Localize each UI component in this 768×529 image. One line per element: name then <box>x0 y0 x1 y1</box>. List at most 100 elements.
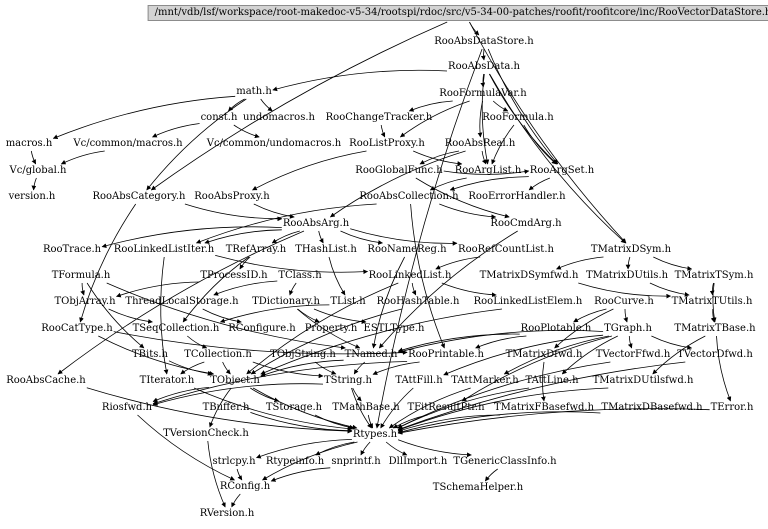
node-tschemahelper-h[interactable]: TSchemaHelper.h <box>432 482 524 493</box>
node-macros-h[interactable]: macros.h <box>5 138 53 149</box>
node-tmatrixdfwd-h[interactable]: TMatrixDfwd.h <box>505 349 583 360</box>
edge-const-to-vccommonundomacros <box>233 124 260 139</box>
node-tmatrixtsym-h[interactable]: TMatrixTSym.h <box>674 270 754 281</box>
node-tvectorffwd-h[interactable]: TVectorFfwd.h <box>595 349 671 360</box>
node-tattline-h[interactable]: TAttLine.h <box>525 375 579 386</box>
node-tobject-h[interactable]: TObject.h <box>210 375 260 386</box>
node-roonamereg-h[interactable]: RooNameReg.h <box>367 244 447 255</box>
node-tversioncheck-h[interactable]: TVersionCheck.h <box>163 428 249 439</box>
node-roorefcountlist-h[interactable]: RooRefCountList.h <box>458 244 554 255</box>
node-rooplotable-h[interactable]: RooPlotable.h <box>520 323 592 334</box>
node-rooargset-h[interactable]: RooArgSet.h <box>529 165 595 176</box>
node-tbits-h[interactable]: TBits.h <box>132 349 168 360</box>
node-rootrace-h[interactable]: RooTrace.h <box>42 244 102 255</box>
node-property-h[interactable]: Property.h <box>304 323 358 334</box>
node-roolinkedlist-h[interactable]: RooLinkedList.h <box>368 270 452 281</box>
node-tclass-h[interactable]: TClass.h <box>278 270 322 281</box>
node-thashlist-h[interactable]: THashList.h <box>295 244 357 255</box>
node-rooabsarg-h[interactable]: RooAbsArg.h <box>282 218 350 229</box>
edge-rooformulavar-to-roochangetracker <box>408 100 453 112</box>
node-tmathbase-h[interactable]: TMathBase.h <box>332 402 400 413</box>
edge-rooabscategory-to-rooabsarg <box>184 203 283 222</box>
node-tattfill-h[interactable]: TAttFill.h <box>395 375 443 386</box>
node-tmatrixdutils-h[interactable]: TMatrixDUtils.h <box>585 270 669 281</box>
node-roocurve-h[interactable]: RooCurve.h <box>594 296 654 307</box>
node-rconfigure-h[interactable]: RConfigure.h <box>228 323 296 334</box>
node-rooabsproxy-h[interactable]: RooAbsProxy.h <box>194 191 270 202</box>
node-roocattype-h[interactable]: RooCatType.h <box>41 323 113 334</box>
node-tmatrixfbasefwd-h[interactable]: TMatrixFBasefwd.h <box>493 402 595 413</box>
node-rooprintable-h[interactable]: RooPrintable.h <box>408 349 484 360</box>
edge-macros-to-vcglobal <box>30 150 37 165</box>
node-rooformulavar-h[interactable]: RooFormulaVar.h <box>439 88 527 99</box>
node-version-h[interactable]: version.h <box>8 191 56 202</box>
node-rooarglist-h[interactable]: RooArgList.h <box>454 165 522 176</box>
node-tcollection-h[interactable]: TCollection.h <box>184 349 252 360</box>
node-tstorage-h[interactable]: TStorage.h <box>265 402 323 413</box>
edge-rooabscache-to-rtypes <box>86 387 353 434</box>
node-tmatrixtutils-h[interactable]: TMatrixTUtils.h <box>671 296 753 307</box>
node-tformula-h[interactable]: TFormula.h <box>51 270 111 281</box>
node-tmatrixdutilsfwd-h[interactable]: TMatrixDUtilsfwd.h <box>592 375 694 386</box>
node-rooabscache-h[interactable]: RooAbsCache.h <box>6 375 86 386</box>
node-tobjstring-h[interactable]: TObjString.h <box>270 349 336 360</box>
edge-root-to-tmatrixdsym <box>469 21 627 244</box>
node-tmatrixdsymfwd-h[interactable]: TMatrixDSymfwd.h <box>479 270 579 281</box>
node-tbuffer-h[interactable]: TBuffer.h <box>202 402 250 413</box>
node-tprocessid-h[interactable]: TProcessID.h <box>200 270 268 281</box>
node-rooerrorhandler-h[interactable]: RooErrorHandler.h <box>468 191 566 202</box>
node-riosfwd-h[interactable]: Riosfwd.h <box>101 402 153 413</box>
node-undomacros-h[interactable]: undomacros.h <box>243 112 315 123</box>
node-vc-global-h[interactable]: Vc/global.h <box>9 165 67 176</box>
node-tdictionary-h[interactable]: TDictionary.h <box>252 296 320 307</box>
root-node-roovectordatastore-h[interactable]: /mnt/vdb/lsf/workspace/root-makedoc-v5-3… <box>147 5 768 21</box>
node-rooabsdatastore-h[interactable]: RooAbsDataStore.h <box>434 36 534 47</box>
node-tstring-h[interactable]: TString.h <box>324 375 372 386</box>
node-tattmarker-h[interactable]: TAttMarker.h <box>451 375 519 386</box>
node-tlist-h[interactable]: TList.h <box>330 296 366 307</box>
node-roolistproxy-h[interactable]: RooListProxy.h <box>349 138 425 149</box>
node-rversion-h[interactable]: RVersion.h <box>199 508 255 519</box>
edge-rooabsdata-to-math <box>272 69 448 92</box>
node-threadlocalstorage-h[interactable]: ThreadLocalStorage.h <box>125 296 239 307</box>
node-rooabsreal-h[interactable]: RooAbsReal.h <box>444 138 516 149</box>
node-vc-common-undomacros-h[interactable]: Vc/common/undomacros.h <box>206 138 342 149</box>
edge-tbuffer-to-rtypes <box>250 412 353 434</box>
node-tfitresultptr-h[interactable]: TFitResultPtr.h <box>407 402 485 413</box>
node-tgenericclassinfo-h[interactable]: TGenericClassInfo.h <box>453 456 557 467</box>
node-tmatrixtbase-h[interactable]: TMatrixTBase.h <box>674 323 756 334</box>
node-tgraph-h[interactable]: TGraph.h <box>604 323 652 334</box>
node-tmatrixdbasefwd-h[interactable]: TMatrixDBasefwd.h <box>601 402 703 413</box>
node-roochangetracker-h[interactable]: RooChangeTracker.h <box>325 112 433 123</box>
node-titerator-h[interactable]: TIterator.h <box>139 375 195 386</box>
node-tvectordfwd-h[interactable]: TVectorDfwd.h <box>677 349 753 360</box>
node-vc-common-macros-h[interactable]: Vc/common/macros.h <box>73 138 183 149</box>
node-terror-h[interactable]: TError.h <box>710 402 754 413</box>
edge-rooabsproxy-to-rooabsarg <box>253 203 295 219</box>
node-roolinkedlistiter-h[interactable]: RooLinkedListIter.h <box>113 244 215 255</box>
node-rooglobalfunc-h[interactable]: RooGlobalFunc.h <box>355 165 443 176</box>
node-rtypes-h[interactable]: Rtypes.h <box>352 429 398 440</box>
node-roocmdarg-h[interactable]: RooCmdArg.h <box>490 218 562 229</box>
edge-tmatrixdsym-to-tmatrixdsymfwd <box>556 256 604 270</box>
node-rooabscategory-h[interactable]: RooAbsCategory.h <box>92 191 186 202</box>
node-roohashtable-h[interactable]: RooHashTable.h <box>376 296 460 307</box>
edge-vccommonmacros-to-vcglobal <box>60 150 105 165</box>
node-rooabsdata-h[interactable]: RooAbsData.h <box>448 61 520 72</box>
node-strlcpy-h[interactable]: strlcpy.h <box>212 456 256 467</box>
node-tobjarray-h[interactable]: TObjArray.h <box>54 296 116 307</box>
node-rconfig-h[interactable]: RConfig.h <box>219 481 271 492</box>
node-trefarray-h[interactable]: TRefArray.h <box>225 244 287 255</box>
node-rooformula-h[interactable]: RooFormula.h <box>482 112 554 123</box>
node-roolinkedlistelem-h[interactable]: RooLinkedListElem.h <box>473 296 583 307</box>
node-dllimport-h[interactable]: DllImport.h <box>388 456 448 467</box>
node-rtypeinfo-h[interactable]: Rtypeinfo.h <box>265 456 325 467</box>
node-estltype-h[interactable]: ESTLType.h <box>363 323 425 334</box>
node-tnamed-h[interactable]: TNamed.h <box>344 349 398 360</box>
node-tseqcollection-h[interactable]: TSeqCollection.h <box>132 323 220 334</box>
node-tmatrixdsym-h[interactable]: TMatrixDSym.h <box>590 244 672 255</box>
node-rooabscollection-h[interactable]: RooAbsCollection.h <box>359 191 459 202</box>
node-math-h[interactable]: math.h <box>236 86 272 97</box>
node-snprintf-h[interactable]: snprintf.h <box>331 456 381 467</box>
node-const-h[interactable]: const.h <box>200 112 238 123</box>
